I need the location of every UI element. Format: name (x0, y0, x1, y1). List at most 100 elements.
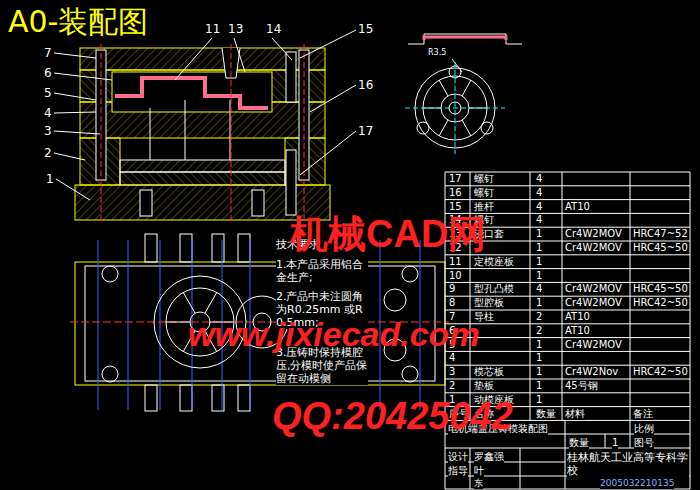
table-cell: 1 (536, 366, 542, 378)
table-cell: Cr4W2MOV (565, 297, 622, 309)
drawing-number: 2005032210135 (600, 478, 674, 489)
title-block-text: 设计 (448, 451, 468, 463)
callout-number: 2 (44, 146, 52, 160)
callout-number: 7 (44, 46, 52, 60)
table-cell: 17 (449, 173, 462, 185)
table-cell: 45号钢 (565, 380, 598, 392)
title-block-text: 叶 (474, 465, 484, 477)
table-cell: 4 (536, 283, 542, 295)
watermark: QQ:20425042 (272, 396, 513, 436)
table-cell: 推杆 (474, 201, 494, 213)
title-block-text: 图号 (634, 437, 654, 449)
table-cell: 3 (449, 366, 455, 378)
table-cell: 8 (449, 297, 455, 309)
table-header: 备注 (633, 408, 653, 420)
table-cell: 1 (536, 380, 542, 392)
table-cell: 1 (536, 270, 542, 282)
table-cell: 1 (536, 352, 542, 364)
callout-number: 6 (44, 66, 52, 80)
school-name: 桂林航天工业高等专科学校 (567, 451, 689, 477)
table-cell: 2 (536, 311, 542, 323)
note-text: 1.本产品采用铝合金生产; (276, 258, 368, 284)
title-block-text: 数量 (569, 437, 589, 449)
watermark: 机械CAD网 (290, 214, 486, 254)
table-cell: 2 (449, 380, 455, 392)
table-cell: HRC42~50 (633, 297, 688, 309)
table-rule (445, 268, 690, 269)
table-cell: Cr4W2MOV (565, 339, 622, 351)
table-cell: 垫板 (474, 380, 494, 392)
table-cell: 型孔凸模 (474, 283, 514, 295)
table-cell: 螺钉 (474, 173, 494, 185)
table-cell: 4 (536, 173, 542, 185)
table-cell: HRC45~50 (633, 283, 688, 295)
table-cell: Cr4W2MOV (565, 283, 622, 295)
title-block-text: 罗鑫强 (474, 451, 504, 463)
title-block-text: 1 (612, 437, 618, 449)
table-rule (605, 434, 606, 448)
table-cell: Cr4W2MOV (565, 228, 622, 240)
table-cell: 1 (536, 297, 542, 309)
table-cell: 16 (449, 187, 462, 199)
callout-number: 5 (44, 86, 52, 100)
table-cell: 模芯板 (474, 366, 504, 378)
table-cell: HRC45~50 (633, 242, 688, 254)
part-views (405, 34, 522, 154)
table-cell: 定模座板 (474, 256, 514, 268)
table-cell: 螺钉 (474, 187, 494, 199)
table-rule (690, 172, 691, 420)
callout-number: 14 (266, 22, 281, 36)
table-cell: 15 (449, 201, 462, 213)
leader-lines (54, 30, 462, 200)
table-cell: HRC47~52 (633, 228, 688, 240)
table-header: 数量 (536, 408, 556, 420)
drawing-title: A0-装配图 (8, 6, 148, 38)
table-cell: AT10 (565, 311, 590, 323)
table-rule (630, 420, 631, 448)
table-cell: 4 (536, 214, 542, 226)
dimension-label: R3.5 (428, 48, 446, 58)
table-cell: 10 (449, 270, 462, 282)
callout-number: 13 (228, 22, 243, 36)
table-cell: 4 (536, 201, 542, 213)
table-cell: 9 (449, 283, 455, 295)
table-rule (565, 420, 566, 489)
table-cell: 4 (536, 187, 542, 199)
table-rule (445, 172, 446, 420)
table-cell: 4 (449, 352, 455, 364)
table-cell: 1 (536, 339, 542, 351)
title-block-text: 指导 (448, 465, 468, 477)
table-rule (470, 448, 471, 489)
table-cell: 型腔板 (474, 297, 504, 309)
callout-number: 15 (358, 22, 373, 36)
callout-number: 4 (44, 106, 52, 120)
callout-number: 11 (205, 22, 220, 36)
table-header: 材料 (565, 408, 585, 420)
table-rule (562, 172, 563, 420)
table-rule (530, 172, 531, 420)
table-rule (630, 172, 631, 420)
table-cell: 11 (449, 256, 462, 268)
table-rule (520, 448, 521, 489)
callout-number: 17 (358, 124, 373, 138)
table-cell: 2 (536, 325, 542, 337)
table-cell: 1 (536, 242, 542, 254)
table-rule (445, 351, 690, 352)
table-cell: Cr4W2Nov (565, 366, 618, 378)
table-cell: AT10 (565, 201, 590, 213)
table-rule (690, 420, 691, 489)
table-cell: 1 (536, 256, 542, 268)
callout-number: 1 (46, 172, 54, 186)
table-rule (470, 172, 471, 420)
table-cell: HRC42~50 (633, 366, 688, 378)
callout-number: 16 (358, 78, 373, 92)
table-cell: 1 (536, 228, 542, 240)
title-block-text: 比例 (634, 423, 654, 435)
watermark: www.jixiecad.com (188, 316, 480, 352)
table-cell: AT10 (565, 325, 590, 337)
table-cell: 1 (536, 394, 542, 406)
title-block-text: 东 (474, 478, 483, 489)
section-view (75, 44, 330, 224)
callout-number: 3 (44, 124, 52, 138)
table-cell: Cr4W2MOV (565, 242, 622, 254)
